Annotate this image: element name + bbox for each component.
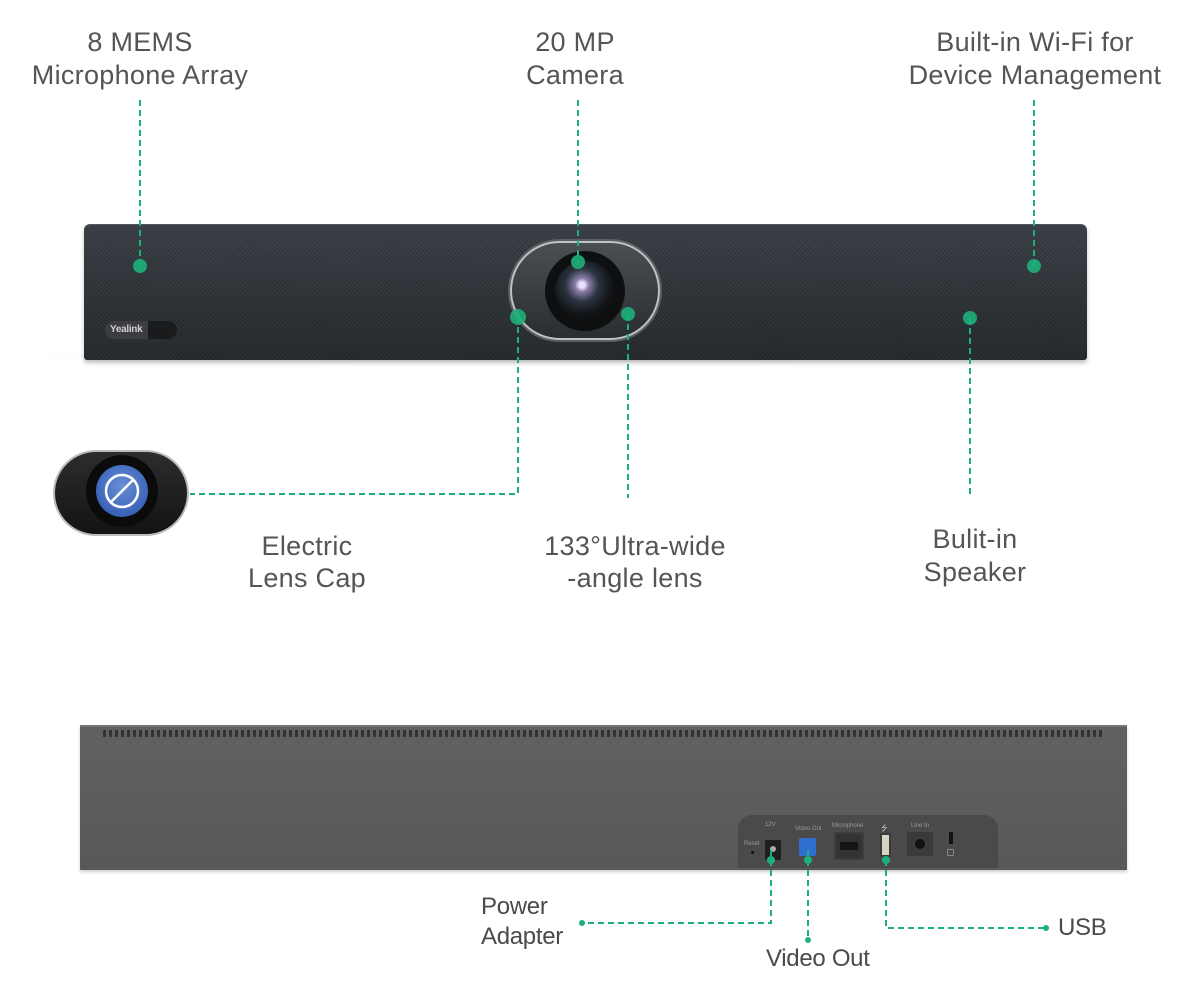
callout-line: Lens Cap [248,563,366,593]
video-out-port-dot [804,856,812,864]
camera-callout: 20 MP Camera [475,26,675,92]
speaker-callout: Bulit-in Speaker [875,523,1075,589]
video-out-label-dot [805,937,811,943]
microphone-port-socket [840,842,858,850]
callout-line: Power [481,893,548,920]
reset-pinhole [751,851,754,854]
callout-line: Built-in Wi-Fi for [936,27,1134,57]
usb-port-dot [882,856,890,864]
lens-cap-dot [510,309,526,325]
callout-line: Camera [526,60,624,90]
wide-lens-callout: 133°Ultra-wide -angle lens [510,530,760,594]
microphone-port [834,832,864,860]
video-out-port [799,838,816,856]
wide-lens-dot [621,307,635,321]
power-port-label: 12V [765,822,776,828]
line-in-port-label: Line In [911,823,930,829]
callout-line: 133°Ultra-wide [544,531,726,561]
usb-leader [885,860,1046,929]
callout-line: Bulit-in [932,524,1018,554]
power-port-dot [767,856,775,864]
usb-label-dot [1043,925,1049,931]
callout-line: Video Out [766,945,870,972]
speaker-dot [963,311,977,325]
vent-slots [103,730,1105,737]
callout-line: -angle lens [567,563,703,593]
brand-logo: Yealink [105,321,177,339]
callout-line: 8 MEMS [87,27,193,57]
microphone-port-label: Microphone [832,823,864,829]
prohibited-icon [104,473,140,509]
video-out-port-label: Video Out [795,826,822,832]
wifi-callout: Built-in Wi-Fi for Device Management [885,26,1185,92]
line-in-jack [915,839,925,849]
callout-line: Speaker [923,557,1027,587]
lock-icon [947,849,954,856]
lens-cap-callout: Electric Lens Cap [207,530,407,594]
usb-port [880,833,891,857]
callout-line: Device Management [908,60,1162,90]
callout-line: Electric [261,531,353,561]
port-panel [738,815,998,868]
reset-port-label: Reset [744,841,760,847]
lens-cap-leader [190,317,519,495]
power-callout: Power Adapter [481,892,563,952]
video-out-callout: Video Out [766,944,870,974]
power-port-pin [770,846,776,852]
callout-line: Microphone Array [31,60,249,90]
callout-line: 20 MP [535,27,615,57]
microphone-callout: 8 MEMS Microphone Array [5,26,275,92]
usb-callout: USB [1058,913,1107,943]
microphone-dot [133,259,147,273]
power-label-dot [579,920,585,926]
usb-icon: ⭍ [881,824,888,833]
camera-dot [571,255,585,269]
power-leader [582,850,772,924]
lock-slot [949,832,953,844]
callout-line: Adapter [481,923,563,950]
camera-lens-icon [555,261,615,321]
callout-line: USB [1058,914,1107,941]
wifi-dot [1027,259,1041,273]
